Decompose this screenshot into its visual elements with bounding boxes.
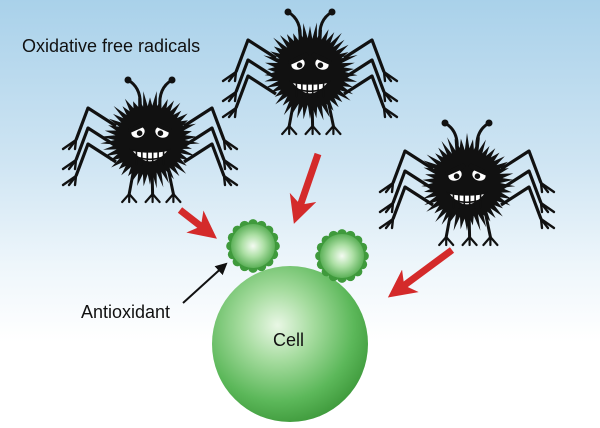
diagram-title: Oxidative free radicals <box>22 36 201 56</box>
free-radical-monster-icon <box>221 8 399 136</box>
cell-sphere-icon <box>212 266 368 422</box>
attack-arrow <box>387 247 455 298</box>
attack-arrow <box>177 207 217 239</box>
antioxidant-label: Antioxidant <box>81 302 171 322</box>
free-radical-monster-icon <box>378 119 556 247</box>
attack-arrow <box>289 152 322 224</box>
pointer-arrow <box>182 262 228 304</box>
antioxidant-sphere-icon <box>315 229 369 283</box>
cell-label: Cell <box>273 330 305 350</box>
free-radical-monster-icon <box>61 76 239 204</box>
antioxidant-sphere-icon <box>226 219 280 273</box>
